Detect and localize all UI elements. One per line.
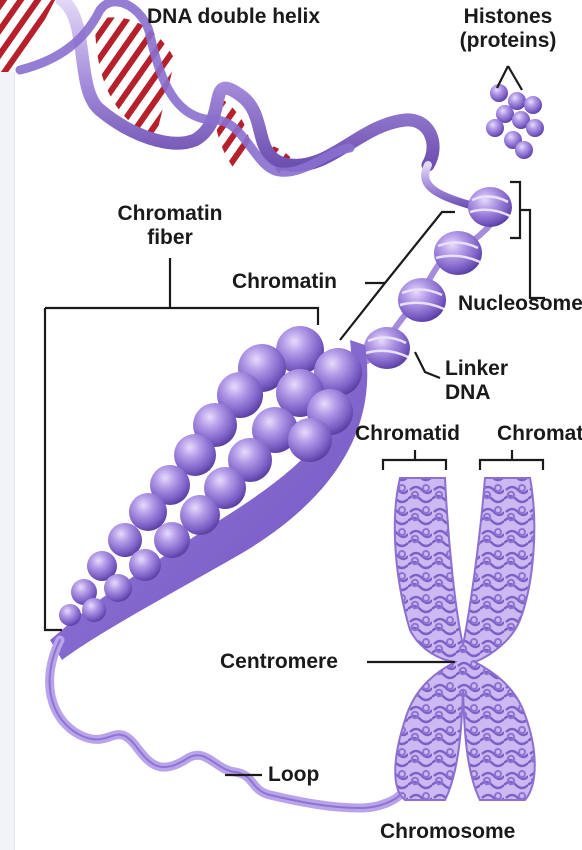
chromosome xyxy=(393,477,536,801)
label-chromosome: Chromosome xyxy=(380,820,516,843)
helix-strand-front xyxy=(55,0,440,172)
base-pairs-3 xyxy=(214,95,250,170)
nucleosome-4 xyxy=(364,327,410,369)
label-histones-line1: Histones xyxy=(463,5,553,28)
label-linker-dna: Linker DNA xyxy=(445,357,508,405)
nucleosome-1 xyxy=(468,187,512,227)
base-pairs-1 xyxy=(0,0,55,72)
left-margin-strip xyxy=(0,0,15,850)
label-centromere: Centromere xyxy=(220,650,338,673)
nucleosome-3 xyxy=(398,278,446,322)
label-histones: Histones (proteins) xyxy=(448,5,568,53)
helix-strand-back xyxy=(15,0,355,177)
label-linker-line2: DNA xyxy=(445,381,491,404)
label-chromatin-fiber-line1: Chromatin xyxy=(117,202,223,225)
nucleosome-2 xyxy=(434,231,482,275)
histone-cluster xyxy=(486,84,544,159)
nucleosome-strand xyxy=(327,187,512,383)
label-chromatin-fiber-line2: fiber xyxy=(147,226,193,249)
label-dna-double-helix: DNA double helix xyxy=(147,5,321,28)
label-loop: Loop xyxy=(268,763,320,786)
label-nucleosome: Nucleosome xyxy=(458,292,582,315)
label-histones-line2: (proteins) xyxy=(459,29,557,52)
label-chromatin-fiber: Chromatin fiber xyxy=(95,202,245,250)
label-linker-line1: Linker xyxy=(445,357,509,380)
label-chromatid-left: Chromatid xyxy=(355,422,460,445)
dna-double-helix xyxy=(0,0,509,212)
label-chromatid-right: Chromatid xyxy=(497,422,582,445)
chromatin-fiber xyxy=(50,326,368,660)
label-chromatin: Chromatin xyxy=(232,270,337,293)
leader-lines xyxy=(43,65,545,777)
